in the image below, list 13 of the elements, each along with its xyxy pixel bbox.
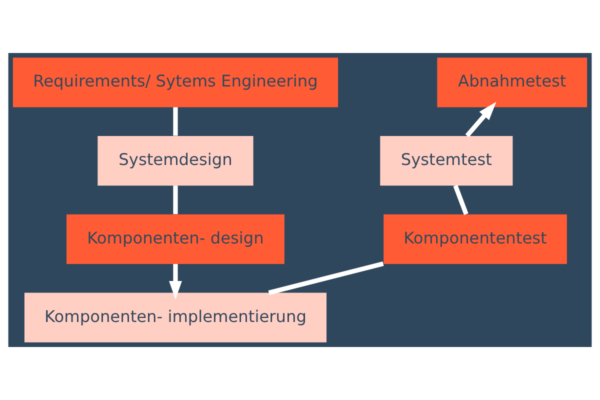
node-box: Systemdesign [98, 136, 254, 186]
node-box: Komponenten- design [66, 214, 284, 264]
connector [173, 107, 178, 136]
arrow [465, 102, 496, 138]
connector [453, 184, 468, 215]
node-box: Komponenten- implementierung [24, 292, 327, 342]
node-box: Requirements/ Sytems Engineering [12, 58, 338, 108]
connector [173, 186, 178, 214]
node-box: Systemtest [380, 136, 513, 186]
arrow [169, 264, 182, 300]
node-box: Abnahmetest [437, 58, 588, 108]
node-box: Komponententest [384, 214, 567, 264]
connector [268, 261, 384, 295]
